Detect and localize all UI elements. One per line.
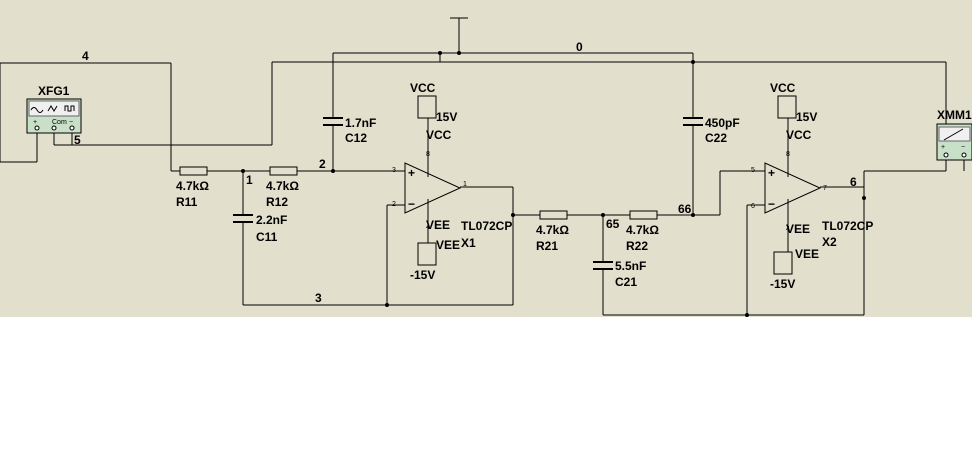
pin-number: 3 bbox=[392, 167, 396, 174]
resistor-ref: R12 bbox=[266, 195, 288, 209]
supply-name: VCC bbox=[410, 81, 436, 95]
capacitor-ref: C21 bbox=[615, 275, 637, 289]
resistor-r11[interactable]: 4.7kΩ R11 bbox=[176, 166, 209, 209]
sine-wave-icon bbox=[30, 107, 44, 113]
svg-text:−: − bbox=[69, 119, 73, 126]
wires bbox=[0, 17, 965, 316]
net-label-1: 1 bbox=[246, 173, 253, 187]
vee-supply-x2[interactable]: VEE VEE -15V bbox=[770, 222, 819, 291]
function-generator-ref: XFG1 bbox=[38, 84, 70, 98]
capacitor-ref: C12 bbox=[345, 131, 367, 145]
multimeter[interactable]: + − XMM1 bbox=[936, 108, 972, 161]
capacitor-value: 5.5nF bbox=[615, 259, 646, 273]
supply-pin-label: VEE bbox=[426, 218, 450, 232]
net-labels: 0 1 2 3 4 5 6 65 66 bbox=[74, 40, 857, 305]
capacitor-c11[interactable]: 2.2nF C11 bbox=[233, 213, 287, 244]
pin-number: 1 bbox=[463, 181, 467, 188]
circuit-schematic: + Com − XFG1 + − XMM1 4.7kΩ R11 4.7kΩ R1… bbox=[0, 17, 972, 317]
resistor-value: 4.7kΩ bbox=[176, 179, 209, 193]
net-label-66: 66 bbox=[678, 202, 692, 216]
supply-voltage: 15V bbox=[436, 110, 457, 124]
pin-number: 8 bbox=[786, 151, 790, 158]
net-label-6: 6 bbox=[850, 175, 857, 189]
pin-number: 6 bbox=[751, 203, 755, 210]
pin-number: 2 bbox=[392, 201, 396, 208]
pin-number: 7 bbox=[823, 185, 827, 192]
opamp-x1[interactable]: + − 3 2 1 8 4 TL072CP X1 bbox=[392, 111, 512, 250]
svg-text:+: + bbox=[33, 119, 37, 126]
svg-text:−: − bbox=[961, 144, 965, 151]
vcc-supply-x2[interactable]: VCC 15V VCC bbox=[770, 81, 817, 142]
supply-pin-label: VEE bbox=[786, 222, 810, 236]
pin-number: 5 bbox=[751, 167, 755, 174]
junctions bbox=[241, 51, 866, 317]
svg-text:+: + bbox=[408, 166, 415, 180]
svg-text:+: + bbox=[941, 144, 945, 151]
resistor-ref: R22 bbox=[626, 239, 648, 253]
multimeter-ref: XMM1 bbox=[937, 108, 972, 122]
resistor-r12[interactable]: 4.7kΩ R12 bbox=[266, 166, 299, 209]
net-label-0: 0 bbox=[576, 40, 583, 54]
svg-text:Com: Com bbox=[52, 119, 67, 126]
resistor-value: 4.7kΩ bbox=[536, 223, 569, 237]
net-label-2: 2 bbox=[319, 157, 326, 171]
capacitor-value: 1.7nF bbox=[345, 116, 376, 130]
capacitor-ref: C11 bbox=[256, 230, 278, 244]
resistor-ref: R21 bbox=[536, 239, 558, 253]
resistor-value: 4.7kΩ bbox=[626, 223, 659, 237]
capacitor-value: 450pF bbox=[705, 116, 740, 130]
capacitor-c12[interactable]: 1.7nF C12 bbox=[323, 116, 376, 145]
capacitor-value: 2.2nF bbox=[256, 213, 287, 227]
opamp-x2[interactable]: + − 5 6 7 8 4 TL072CP X2 bbox=[751, 111, 873, 252]
capacitor-c21[interactable]: 5.5nF C21 bbox=[593, 259, 646, 289]
vee-supply-x1[interactable]: VEE VEE -15V bbox=[410, 218, 460, 282]
svg-text:−: − bbox=[768, 197, 775, 211]
supply-name: VCC bbox=[770, 81, 796, 95]
pin-number: 4 bbox=[786, 226, 790, 233]
pin-number: 4 bbox=[426, 224, 430, 231]
net-label-4: 4 bbox=[82, 49, 89, 63]
opamp-model: TL072CP bbox=[822, 219, 873, 233]
capacitor-ref: C22 bbox=[705, 131, 727, 145]
resistor-r22[interactable]: 4.7kΩ R22 bbox=[626, 210, 659, 253]
vcc-supply-x1[interactable]: VCC 15V VCC bbox=[410, 81, 457, 142]
pin-number: 8 bbox=[426, 151, 430, 158]
supply-pin-label: VCC bbox=[786, 128, 812, 142]
supply-name: VEE bbox=[795, 247, 819, 261]
svg-text:+: + bbox=[768, 166, 775, 180]
supply-pin-label: VCC bbox=[426, 128, 452, 142]
square-wave-icon bbox=[64, 105, 75, 112]
supply-voltage: 15V bbox=[796, 110, 817, 124]
capacitor-c22[interactable]: 450pF C22 bbox=[683, 116, 740, 145]
opamp-model: TL072CP bbox=[461, 219, 512, 233]
function-generator[interactable]: + Com − XFG1 bbox=[26, 84, 82, 134]
triangle-wave-icon bbox=[47, 105, 58, 112]
meter-needle-icon bbox=[943, 128, 964, 141]
opamp-ref: X1 bbox=[461, 236, 476, 250]
resistor-r21[interactable]: 4.7kΩ R21 bbox=[536, 210, 569, 253]
supply-name: VEE bbox=[436, 238, 460, 252]
supply-voltage: -15V bbox=[770, 277, 795, 291]
net-label-65: 65 bbox=[606, 217, 620, 231]
resistor-value: 4.7kΩ bbox=[266, 179, 299, 193]
svg-text:−: − bbox=[408, 197, 415, 211]
opamp-ref: X2 bbox=[822, 235, 837, 249]
net-label-5: 5 bbox=[74, 133, 81, 147]
resistor-ref: R11 bbox=[176, 195, 198, 209]
supply-voltage: -15V bbox=[410, 268, 435, 282]
net-label-3: 3 bbox=[315, 291, 322, 305]
